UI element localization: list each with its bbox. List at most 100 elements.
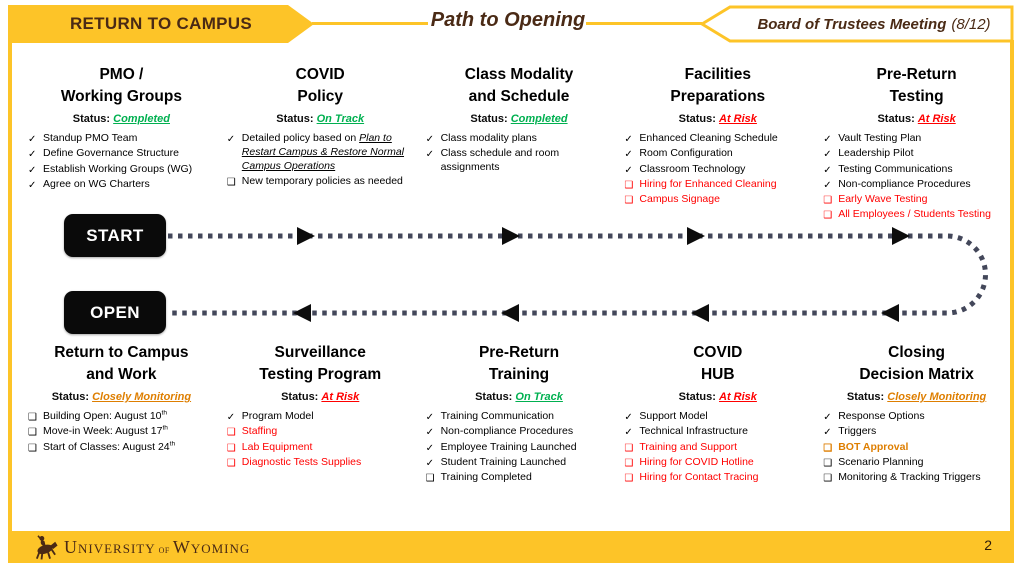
status-line: Status: Completed — [28, 113, 215, 125]
checklist-item: ✓Non-compliance Procedures — [823, 178, 1010, 192]
checkbox-icon: ❑ — [28, 442, 37, 454]
checkbox-icon: ❑ — [226, 427, 236, 439]
bucking-horse-icon — [35, 535, 58, 560]
slide-title: Path to Opening — [430, 9, 586, 31]
checklist-item: ❑Early Wave Testing — [823, 193, 1010, 207]
status-value: Closely Monitoring — [92, 390, 192, 403]
workstream-title-line: Pre-Return — [478, 344, 560, 361]
checkmark-icon: ✓ — [28, 133, 37, 145]
checklist-item: ❑Lab Equipment — [227, 441, 414, 455]
checklist-item: ❑Training and Support — [624, 441, 811, 455]
checklist-item: ✓ Training Communication — [426, 410, 613, 424]
checklist-item-text: Support Model — [639, 409, 708, 422]
checkbox-icon: ❑ — [226, 457, 236, 469]
checkmark-icon: ✓ — [624, 411, 633, 423]
callout-outline-shape — [700, 5, 1014, 43]
checkmark-icon: ✓ — [425, 411, 434, 423]
status-line: Status: At Risk — [823, 113, 1010, 125]
checklist-item-text: Campus Signage — [639, 193, 720, 206]
checklist-item-text: Staffing — [241, 425, 278, 438]
dotted-path-line — [168, 233, 988, 316]
start-label: START — [86, 225, 144, 245]
checkbox-icon: ❑ — [425, 473, 435, 485]
checklist-item-text: Establish Working Groups (WG) — [43, 162, 193, 175]
checklist-item: ❑ Training Completed — [426, 471, 613, 485]
status-label: Status: — [846, 390, 888, 403]
checklist-item-text: Hiring for COVID Hotline — [639, 455, 754, 468]
checklist-item: ❑Hiring for Enhanced Cleaning — [624, 178, 811, 192]
workstream-title-line: COVID — [295, 66, 345, 83]
status-line: Status: At Risk — [624, 113, 811, 125]
board-meeting-callout: Board of Trustees Meeting (8/12) — [700, 5, 1014, 43]
checklist-item-text: Training Communication — [440, 409, 555, 422]
checklist-item: ✓Establish Working Groups (WG) — [28, 163, 215, 177]
board-meeting-label: Board of Trustees Meeting (8/12) — [700, 5, 1014, 43]
wordmark-wyoming: WYOMING — [172, 536, 251, 557]
checkmark-icon: ✓ — [425, 149, 434, 161]
header-connector-line-right — [586, 22, 702, 25]
status-line: Status: At Risk — [624, 391, 811, 403]
checklist-item-text: Hiring for Enhanced Cleaning — [639, 177, 777, 190]
checklist-item: ✓ Student Training Launched — [426, 456, 613, 470]
status-value: Closely Monitoring — [887, 390, 987, 403]
checklist-item-text: Triggers — [838, 425, 877, 438]
header-connector-line-left — [312, 22, 428, 25]
checkmark-icon: ✓ — [28, 149, 37, 161]
checklist-item-text: Standup PMO Team — [43, 131, 138, 144]
status-line: Status: At Risk — [227, 391, 414, 403]
workstream-title-line: Training — [488, 366, 550, 384]
status-value: On Track — [515, 390, 563, 403]
checklist-item-text: Leadership Pilot — [838, 147, 914, 160]
checkmark-icon: ✓ — [425, 457, 434, 469]
status-label: Status: — [51, 390, 93, 403]
checkmark-icon: ✓ — [425, 442, 434, 454]
checkbox-icon: ❑ — [823, 457, 833, 469]
status-value: At Risk — [321, 390, 360, 403]
checklist-item-text: Technical Infrastructure — [639, 425, 748, 438]
status-value: At Risk — [917, 112, 956, 125]
workstream-title-line: and Schedule — [468, 88, 570, 106]
checklist-item: ✓ Support Model — [624, 410, 811, 424]
checklist-item: ✓Enhanced Cleaning Schedule — [624, 132, 811, 146]
checkmark-icon: ✓ — [823, 149, 832, 161]
arrow-right-icon — [502, 227, 520, 245]
checklist-item-text: Program Model — [241, 409, 314, 422]
checkmark-icon: ✓ — [28, 179, 37, 191]
checkmark-icon: ✓ — [425, 427, 434, 439]
checklist: ✓Response Options✓Triggers❑BOT Approval❑… — [823, 410, 1010, 485]
checkmark-icon: ✓ — [823, 164, 832, 176]
checklist-item-text: Agree on WG Charters — [43, 177, 150, 190]
checklist-item: ❑ Staffing — [227, 425, 414, 439]
checklist-item: ✓Detailed policy based on Plan to Restar… — [227, 132, 414, 174]
checklist-item-text: Student Training Launched — [440, 455, 567, 468]
checkbox-icon: ❑ — [823, 473, 833, 485]
checklist-item: ✓Classroom Technology — [624, 163, 811, 177]
arrow-right-icon — [892, 227, 910, 245]
checklist-item-text: Class modality plans — [440, 131, 537, 144]
checkmark-icon: ✓ — [624, 149, 633, 161]
checklist-item-text: Hiring for Contact Tracing — [639, 471, 759, 484]
status-value: On Track — [316, 112, 365, 125]
status-value: Completed — [510, 112, 568, 125]
checklist-item-text: Building Open: August 10th — [43, 409, 167, 422]
checklist-item: ❑Scenario Planning — [823, 456, 1010, 470]
arrow-right-icon — [687, 227, 705, 245]
meeting-title: Board of Trustees Meeting — [757, 15, 947, 33]
checklist-item-text: New temporary policies as needed — [241, 174, 403, 187]
checklist-item-text: Training Completed — [440, 471, 532, 484]
checkmark-icon: ✓ — [823, 411, 832, 423]
checkmark-icon: ✓ — [226, 411, 236, 423]
